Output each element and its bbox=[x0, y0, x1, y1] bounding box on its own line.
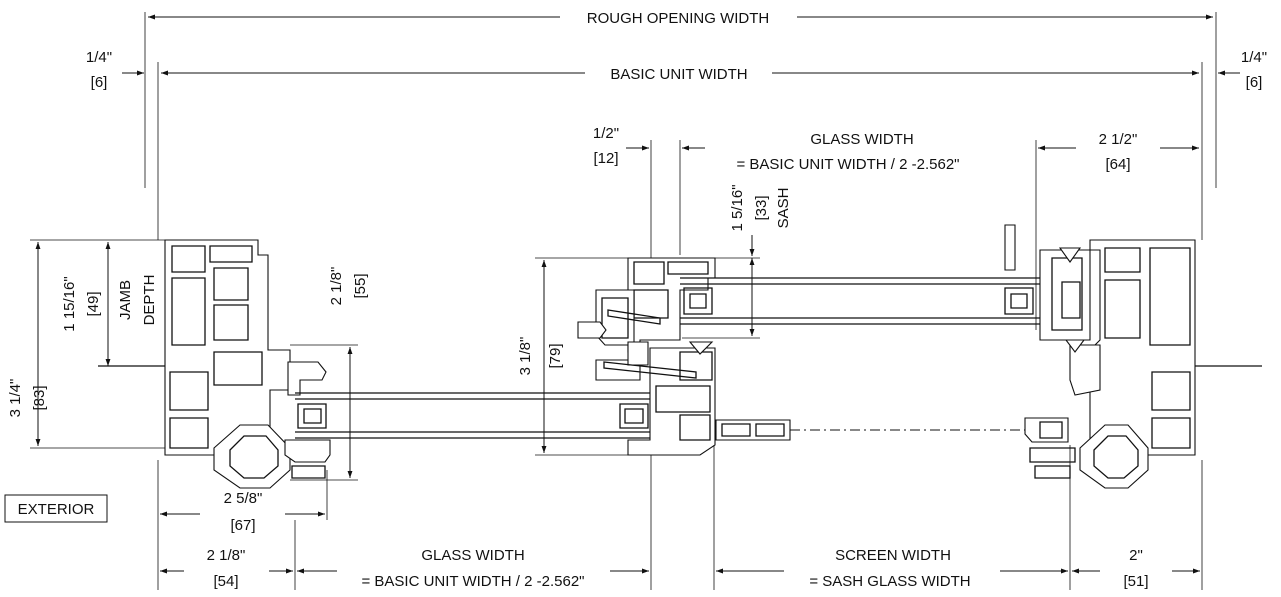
meeting-height-dimension: 3 1/8" [79] bbox=[517, 257, 630, 456]
basic-unit-dimension: BASIC UNIT WIDTH bbox=[157, 62, 1203, 240]
meeting-offset-dimension: 1/2" [12] bbox=[593, 125, 705, 300]
svg-text:2 1/2": 2 1/2" bbox=[1099, 131, 1138, 148]
svg-text:GLASS WIDTH: GLASS WIDTH bbox=[810, 131, 913, 148]
screen-width-dimension: SCREEN WIDTH = SASH GLASS WIDTH bbox=[713, 445, 1071, 590]
screen-frame bbox=[715, 417, 1069, 443]
svg-text:[49]: [49] bbox=[85, 291, 102, 316]
svg-text:[54]: [54] bbox=[213, 573, 238, 590]
svg-text:SASH: SASH bbox=[775, 188, 792, 229]
upper-glass-width-dimension: GLASS WIDTH = BASIC UNIT WIDTH / 2 -2.56… bbox=[736, 131, 959, 173]
left-jamb-profile bbox=[98, 239, 331, 489]
svg-text:[64]: [64] bbox=[1105, 156, 1130, 173]
svg-text:1/2": 1/2" bbox=[593, 125, 619, 142]
sash-height-dimension: 2 1/8" [55] bbox=[290, 267, 369, 481]
lower-glass-width-dimension: GLASS WIDTH = BASIC UNIT WIDTH / 2 -2.56… bbox=[297, 455, 652, 590]
left-sash-width-dimension: 2 5/8" [67] bbox=[157, 460, 328, 590]
right-gap-dimension: 1/4" [6] bbox=[1218, 49, 1267, 91]
overall-depth-dimension: 3 1/4" [83] bbox=[7, 239, 165, 449]
basic-unit-label: BASIC UNIT WIDTH bbox=[610, 66, 747, 83]
svg-text:1/4": 1/4" bbox=[86, 49, 112, 66]
svg-text:[51]: [51] bbox=[1123, 573, 1148, 590]
svg-text:1 5/16": 1 5/16" bbox=[729, 184, 746, 231]
svg-text:[83]: [83] bbox=[31, 385, 48, 410]
right-jamb-profile bbox=[1004, 224, 1262, 489]
svg-text:2": 2" bbox=[1129, 547, 1143, 564]
svg-text:[55]: [55] bbox=[352, 273, 369, 298]
svg-text:2 1/8": 2 1/8" bbox=[328, 267, 345, 306]
meeting-rail-profile bbox=[577, 257, 716, 456]
svg-text:SCREEN WIDTH: SCREEN WIDTH bbox=[835, 547, 951, 564]
right-edge-dimension: 2 1/2" [64] bbox=[1035, 131, 1199, 330]
svg-text:3 1/8": 3 1/8" bbox=[517, 337, 534, 376]
svg-text:DEPTH: DEPTH bbox=[141, 275, 158, 326]
left-gap-dimension: 1/4" [6] bbox=[86, 49, 144, 91]
svg-text:JAMB: JAMB bbox=[117, 280, 134, 320]
jamb-depth-dimension: 1 15/16" [49] JAMB DEPTH bbox=[61, 242, 158, 366]
left-edge-dimension: 2 1/8" [54] bbox=[160, 520, 296, 590]
rough-opening-label: ROUGH OPENING WIDTH bbox=[587, 10, 770, 27]
svg-text:= SASH GLASS WIDTH: = SASH GLASS WIDTH bbox=[809, 573, 970, 590]
svg-text:[79]: [79] bbox=[547, 343, 564, 368]
svg-text:2 1/8": 2 1/8" bbox=[207, 547, 246, 564]
svg-text:[33]: [33] bbox=[753, 195, 770, 220]
svg-text:[6]: [6] bbox=[1246, 74, 1263, 91]
lower-sash-glass bbox=[295, 392, 650, 439]
upper-sash-glass bbox=[680, 277, 1050, 325]
svg-text:GLASS WIDTH: GLASS WIDTH bbox=[421, 547, 524, 564]
svg-text:1/4": 1/4" bbox=[1241, 49, 1267, 66]
svg-text:EXTERIOR: EXTERIOR bbox=[18, 501, 95, 518]
exterior-label: EXTERIOR bbox=[4, 494, 108, 523]
right-bottom-dimension: 2" [51] bbox=[1072, 460, 1203, 590]
svg-text:[12]: [12] bbox=[593, 150, 618, 167]
svg-text:1 15/16": 1 15/16" bbox=[61, 276, 78, 331]
sash-depth-dimension: 1 5/16" [33] SASH bbox=[680, 184, 792, 339]
svg-text:[67]: [67] bbox=[230, 517, 255, 534]
rough-opening-dimension: ROUGH OPENING WIDTH bbox=[144, 10, 1217, 188]
svg-text:[6]: [6] bbox=[91, 74, 108, 91]
svg-text:= BASIC UNIT WIDTH / 2 -2.562: = BASIC UNIT WIDTH / 2 -2.562" bbox=[361, 573, 584, 590]
svg-text:3 1/4": 3 1/4" bbox=[7, 379, 24, 418]
svg-text:2 5/8": 2 5/8" bbox=[224, 490, 263, 507]
svg-text:= BASIC UNIT WIDTH / 2 -2.562: = BASIC UNIT WIDTH / 2 -2.562" bbox=[736, 156, 959, 173]
